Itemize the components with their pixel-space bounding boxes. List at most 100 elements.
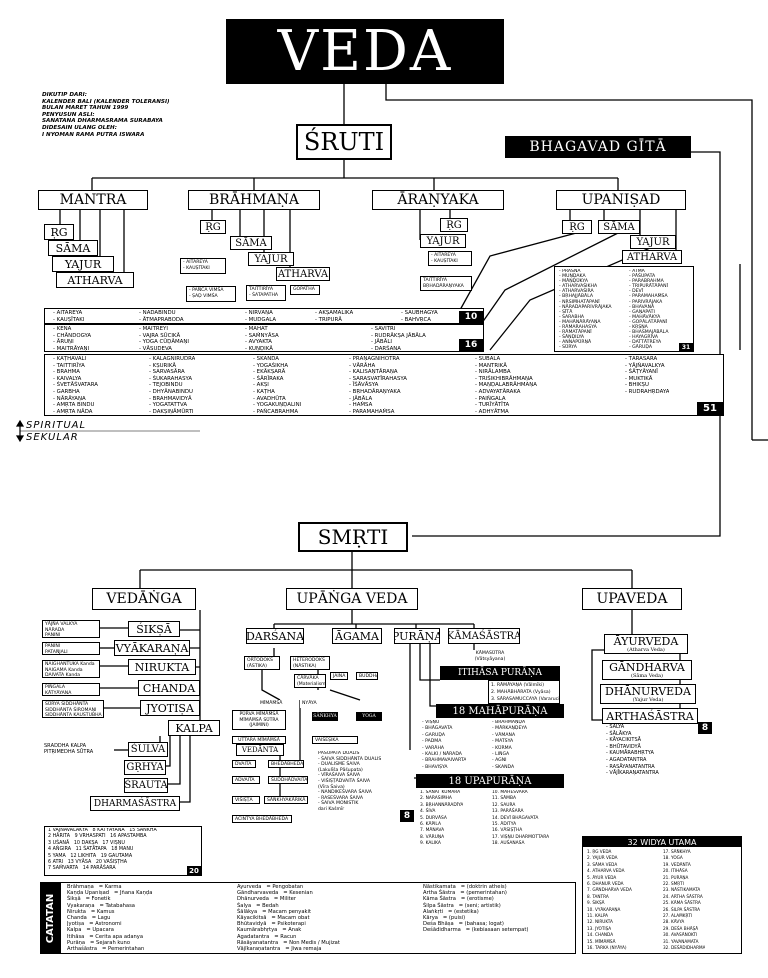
note-vyakarana: PANINI PATAÑJALI (42, 642, 100, 655)
suddhadvaita-box: ŚUDDHĀDVAITA (268, 776, 308, 784)
upaveda-ayurveda: ĀYURVEDA (Atharva Veda) (604, 634, 688, 654)
jaina-box: JAINA (330, 672, 348, 680)
vedanga-box: VEDĀṄGA (92, 588, 196, 610)
brahmana-box: BRĀHMAṆA (188, 190, 320, 210)
vedanga-nirukta: NIRUKTA (128, 659, 196, 675)
brahmana-sama-sub: - PAÑCA VIMŚA - ṢAḌ VIMŚA (186, 286, 236, 302)
upanisad-sama: SĀMA (598, 220, 640, 234)
brahmana-rg: ṚG (200, 220, 226, 234)
agama-box: ĀGAMA (332, 628, 382, 644)
widya-title: 32 WIDYA UTAMA (583, 837, 741, 847)
note-jyotisa: SŪRYA SIDDHĀNTA SIDDHĀNTA ŚIROMAṆI SIDDH… (42, 700, 104, 718)
aranyaka-rg: ṚG (440, 218, 468, 232)
brahmana-atharva: ATHARVA (276, 267, 330, 281)
mahapurana-title: 18 MAHĀPURĀṆA (436, 704, 564, 718)
uttara-mimamsa-box: UTTARA MĪMĀṀSĀ (232, 736, 286, 744)
sraddha-kalpa: ŚRĀDDHA KALPA PITṚIMEDHA SŪTRA (42, 743, 114, 757)
acintya-box: ACINTYA BHEDĀBHEDA (232, 815, 292, 823)
upanisad-row-sama: - KENA - CHĀNDOGYA - ĀRUṆI - MAITRĀYAṆI … (44, 324, 484, 352)
agama-count: 8 (400, 810, 414, 822)
brahmana-rg-sub: - AITAREYA - KAUṢĪTAKI (180, 258, 226, 274)
sekular-label: SEKULAR (26, 432, 79, 443)
aranyaka-yajur: YAJUR (420, 234, 466, 248)
upaveda-count: 8 (698, 722, 712, 734)
sankhyakarika-box: SĀṄKHYAKĀRIKĀ (264, 796, 308, 804)
upangaveda-box: UPĀṄGA VEDA (286, 588, 418, 610)
mahapurana-list: - VIṢṆU - BHĀGAVATA - GARUḌA - PADMA - V… (416, 718, 564, 774)
kalpa-srauta: ŚRAUTA (124, 778, 168, 793)
yoga-box: YOGA (356, 712, 382, 721)
mimamsa-label: MĪMĀṀSĀ (258, 700, 286, 708)
nyaya-label: NYĀYA (300, 700, 322, 708)
ortodoks-box: ORTODOKS (ĀSTIKA) (244, 656, 280, 670)
vedanga-chanda: CHANDA (138, 680, 200, 696)
smrti-box: SMṚTI (298, 522, 408, 552)
credit-block: DIKUTIP DARI: KALENDER BALI (KALENDER TO… (42, 92, 170, 138)
note-chanda: PIṄGALA KĀTYĀYANA (42, 683, 100, 696)
upanisad-box: UPANIṢAD (556, 190, 686, 210)
upaveda-dhanurveda: DHĀNURVEDA (Yajur Veda) (600, 684, 696, 704)
visista-box: VIŚIṢṬA (232, 796, 260, 804)
mantra-sama: SĀMA (48, 240, 98, 256)
advaita-box: ADVAITA (232, 776, 260, 784)
sruti-box: ŚRUTI (296, 124, 392, 160)
veda-title: VEDA (226, 19, 504, 84)
bauddha-box: BUDDHA (356, 672, 378, 680)
upapurana-list: 1. SANAT KUMĀRA 2. NARASIṀHA 3. BṚHANNĀR… (416, 788, 564, 850)
purva-mimamsa-box: PŪRVA MĪMĀṀSĀ MĪMĀṀSĀ SŪTRA (JAIMINI) (232, 710, 286, 730)
vedanga-siksa: ŚIKṢĀ (128, 621, 180, 637)
kalpa-dharmasastra: DHARMAŚĀSTRA (90, 796, 180, 811)
upanisad-count: 31 (679, 343, 693, 351)
sankhya-box: SĀṄKHYA (312, 712, 338, 721)
itihasa-list: 1. RĀMĀYAṆA (Vālmīki) 2. MAHĀBHĀRATA (Vy… (488, 680, 560, 704)
mantra-rg: ṚG (44, 224, 74, 240)
upanisad-row-yajur: - KAṬHAVALĪ - TAITTIRĪYA - BRAHMA - KAIV… (44, 354, 724, 416)
agama-list: PĀŚUPATA DUALIS - ŚAIVA SIDDHĀNTA DUALIS… (316, 750, 414, 822)
dharmasastra-count: 20 (187, 866, 201, 875)
kamasutra-note: KĀMASŪTRA (Vātsyāyana) (470, 650, 510, 664)
row-rg-count: 10 (459, 311, 483, 323)
upanisad-col2: - ĀTMĀ - PĀŚUPATA - PARABRAHMA - TRIPURĀ… (629, 269, 669, 351)
bhagavad-gita-box: BHAGAVAD GĪTĀ (505, 136, 691, 158)
upanisad-atharva-list: - PRAŚNA - MUṆḌAKA - MĀṆḌŪKYA - ATHARVAŚ… (554, 266, 694, 352)
upanisad-row-rg: - AITAREYA - KAUṢĪTAKI - NĀDABINDU - ĀTM… (44, 308, 484, 324)
row-sama-count: 16 (459, 339, 483, 351)
vedanga-vyakarana: VYĀKARAṆA (114, 640, 190, 656)
vedanta-box: VEDĀNTA (236, 744, 284, 756)
brahmana-yajur-sub: TAITTIRĪYA - ŚATAPATHA (246, 285, 286, 301)
carvaka-box: CĀRVĀKA (Materialisme) (294, 674, 326, 688)
widya-utama: 32 WIDYA UTAMA 1. ṚG VEDA 2. YAJUR VEDA … (582, 836, 742, 954)
purana-box: PURĀṆA (394, 628, 440, 644)
dvaita-box: DVAITA (232, 760, 256, 768)
upaveda-gandharva: GĀNDHARVA (Sāma Veda) (602, 660, 692, 680)
upaveda-list: - ŚALYA - ŚĀLĀKYA - KĀYACIKITSĀ - BHŪTAV… (606, 724, 659, 777)
note-nirukta: NAIGHANTUKA Kanda NAIGAMA Kanda DAIVATA … (42, 660, 100, 678)
brahmana-ath-sub: GOPATHA (290, 285, 320, 295)
upanisad-atharva: ATHARVA (622, 250, 682, 264)
bhedabheda-box: BHEDĀBHEDA (268, 760, 304, 768)
spiritual-label: SPIRITUAL (26, 420, 87, 431)
mantra-box: MANTRA (38, 190, 148, 210)
upanisad-rg: ṚG (562, 220, 592, 234)
catatan-label: CATATAN (41, 883, 61, 953)
kalpa-sulva: ŚULVA (128, 742, 168, 757)
brahmana-sama: SĀMA (230, 236, 272, 250)
note-siksa: YĀJÑA VALKYA NĀRADA PANINI (42, 620, 100, 638)
mantra-atharva: ATHARVA (56, 272, 134, 288)
upapurana-title: 18 UPAPURĀṆA (416, 774, 564, 788)
aranyaka-rg-sub: - AITAREYA - KAUṢĪTAKI (428, 251, 472, 266)
kamasastra-box: KĀMAŚĀSTRA (448, 628, 520, 644)
brahmana-yajur: YAJUR (248, 252, 294, 266)
aranyaka-yajur-sub: TAITTIRĪYA BṚHADĀRAṆYAKA (420, 276, 472, 291)
upaveda-box: UPAVEDA (582, 588, 682, 610)
vedanga-jyotisa: JYOTIṢA (140, 700, 200, 716)
upaveda-arthasastra: ARTHAŚĀSTRA (602, 708, 698, 724)
dharmasastra-list: 1 VAJÑAVALAKYA 8 KĀTYĀYANA 15 ŚAṄKHA 2 H… (44, 826, 202, 876)
upanisad-yajur: YAJUR (630, 235, 676, 249)
vedanga-kalpa: KALPA (168, 720, 220, 736)
itihasa-title: ITIHĀSA PURĀṆA (440, 666, 560, 680)
row-yajur-count: 51 (697, 402, 723, 415)
heterodoks-box: HETERODOKS (NĀSTIKA) (290, 656, 330, 670)
upanisad-col1: - PRAŚNA - MUṆḌAKA - MĀṆḌŪKYA - ATHARVAŚ… (559, 269, 612, 351)
catatan-block: CATATAN Brāhmaṇa = Karma Kaṇḍa Upaniṣad … (40, 882, 576, 954)
